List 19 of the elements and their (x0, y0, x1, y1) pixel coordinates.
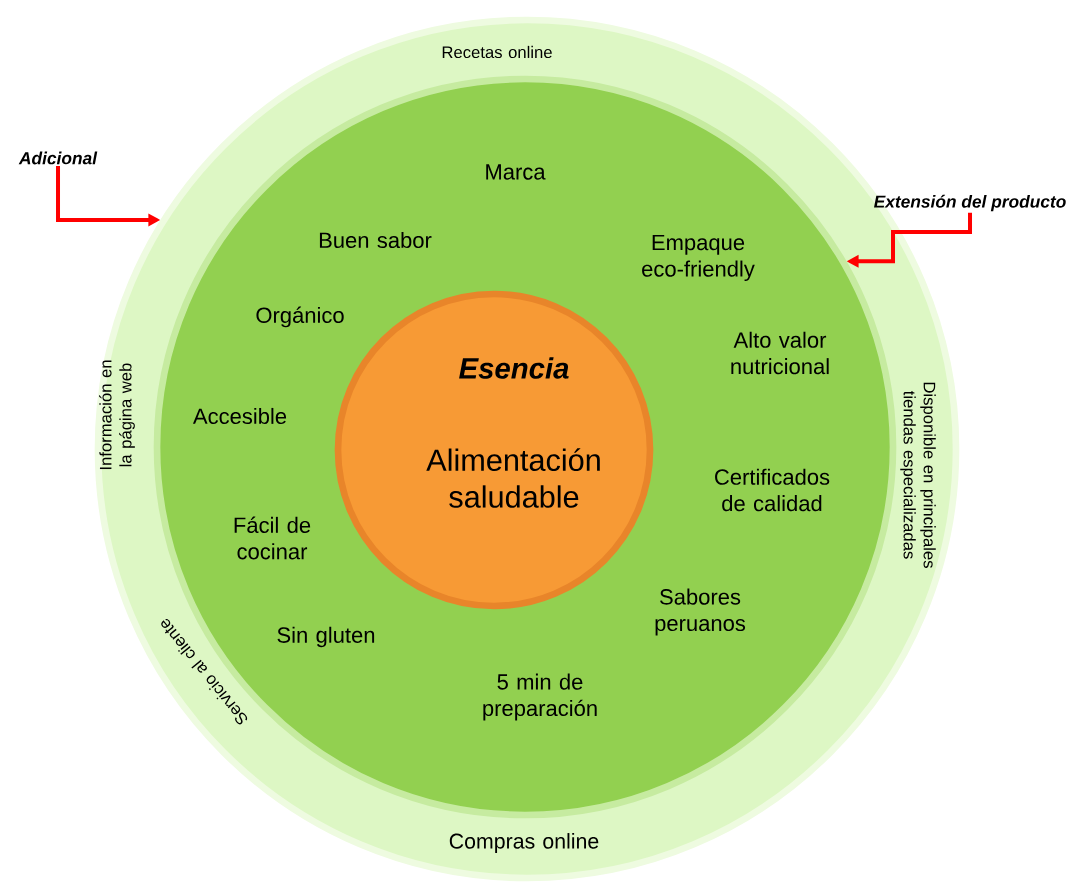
ring-label: Buen sabor (319, 231, 432, 249)
ring-label: Alimentación saludable (426, 448, 600, 508)
ring-label: Alto valor nutricional (731, 331, 829, 375)
ring-label: Disponible en principales tiendas especializadas (900, 382, 936, 568)
ring-label: Empaque eco-friendly (642, 234, 755, 282)
ring-label: Recetas online (442, 45, 552, 59)
ring-label: 5 min de preparación (483, 673, 597, 721)
callout-text: Adicional (18, 151, 98, 165)
ring-label: Sin gluten (277, 626, 375, 648)
ring-label: Orgánico (256, 306, 344, 328)
ring-label: Compras online (449, 833, 599, 853)
ring-label: Accesible (192, 407, 287, 425)
callout-text: Extensión del producto (874, 194, 1066, 212)
ring-label: Fácil de cocinar (234, 516, 311, 560)
ring-label: Información en la página web (99, 360, 135, 470)
ring-label: Marca (486, 164, 546, 180)
ring-label: Esencia (459, 357, 569, 379)
ring-label: Certificados de calidad (715, 468, 830, 512)
ring-label: Sabores peruanos (655, 588, 746, 636)
